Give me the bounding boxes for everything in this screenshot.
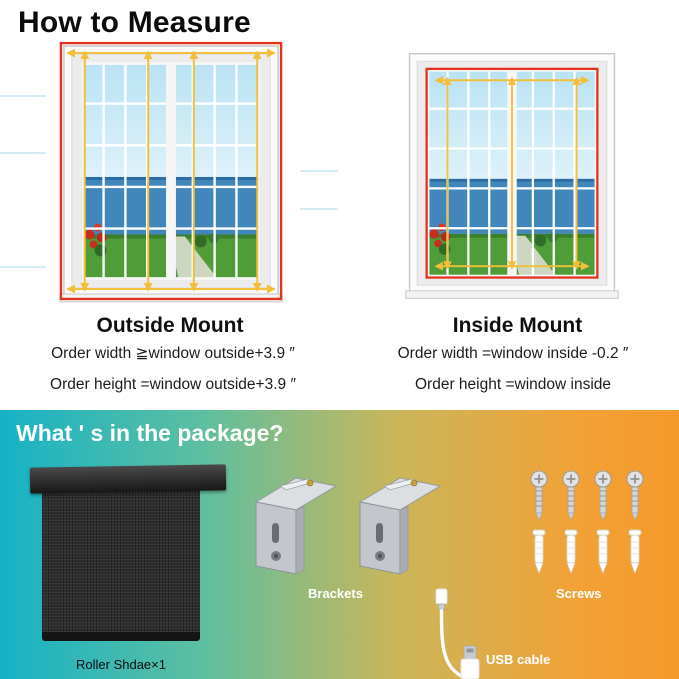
inside-width-rule: Order width =window inside -0.2 ″ bbox=[397, 345, 629, 362]
inside-mount-caption: Inside Mount bbox=[452, 314, 583, 337]
package-heading: What ' s in the package? bbox=[16, 420, 284, 446]
package-section: What ' s in the package? Roller Shdae×1 bbox=[0, 410, 679, 679]
callout-line bbox=[0, 95, 46, 97]
callout-line bbox=[300, 170, 338, 172]
inside-mount-rules: Order width =window inside -0.2 ″ Order … bbox=[352, 344, 674, 406]
roller-shade-fabric bbox=[42, 490, 200, 632]
usb-cable-icon bbox=[435, 588, 480, 679]
outside-mount-caption: Outside Mount bbox=[96, 314, 244, 337]
window-scene bbox=[81, 61, 261, 281]
brackets-icon bbox=[254, 477, 442, 575]
callout-line bbox=[0, 152, 46, 154]
brackets-label: Brackets bbox=[308, 586, 363, 601]
anchors-row bbox=[532, 529, 642, 574]
outside-height-rule: Order height =window outside+3.9 ″ bbox=[50, 376, 296, 393]
outside-mount-rules: Order width ≧window outside+3.9 ″ Order … bbox=[8, 344, 338, 406]
roller-shade-cassette bbox=[29, 464, 227, 494]
inside-mount-figure bbox=[398, 48, 626, 311]
outside-mount-figure bbox=[52, 40, 290, 315]
page-title: How to Measure bbox=[18, 6, 251, 39]
roller-shade-bottom-bar bbox=[42, 632, 200, 641]
callout-line bbox=[0, 266, 46, 268]
screws-label: Screws bbox=[556, 586, 602, 601]
outside-mount-measure-overlay bbox=[59, 41, 283, 301]
window-diagram-outside-icon bbox=[59, 41, 283, 303]
screws-row bbox=[530, 470, 644, 521]
outside-width-rule: Order width ≧window outside+3.9 ″ bbox=[51, 345, 295, 362]
screws-icon bbox=[530, 470, 644, 574]
roller-shade-label: Roller Shdae×1 bbox=[76, 657, 166, 672]
bracket-left bbox=[254, 477, 338, 575]
bracket-right bbox=[358, 477, 442, 575]
inside-mount-measure-overlay bbox=[425, 67, 599, 279]
window-diagram-inside-icon bbox=[405, 52, 619, 299]
inside-height-rule: Order height =window inside bbox=[414, 376, 611, 393]
usb-cable-label: USB cable bbox=[486, 652, 551, 667]
roller-shade-item: Roller Shdae×1 bbox=[29, 464, 230, 672]
callout-line bbox=[300, 208, 338, 210]
window-sill bbox=[405, 290, 619, 299]
